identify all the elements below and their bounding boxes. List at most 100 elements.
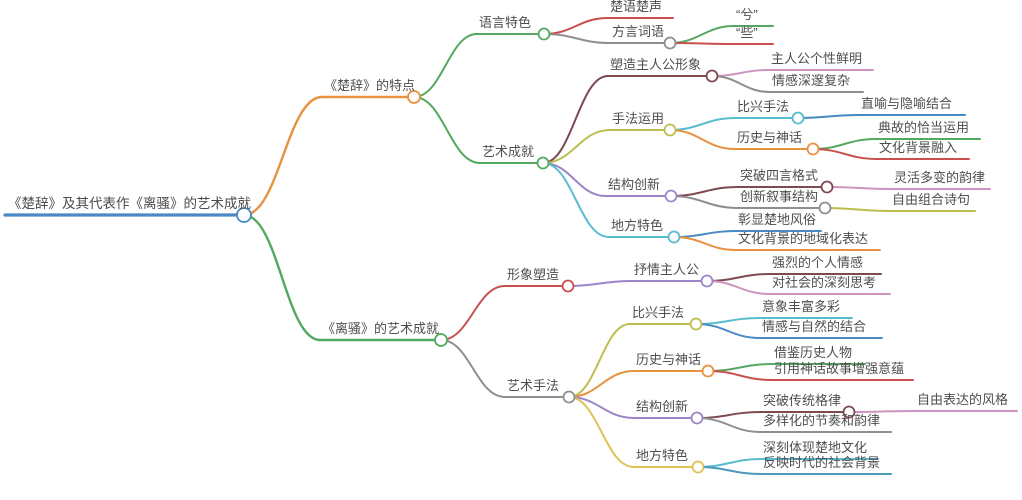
node-label-xi[interactable]: “兮” [736, 7, 758, 22]
node-junction-lishi-shenhua-2[interactable] [701, 364, 715, 378]
branch-edge-diyuhua-biaoda [673, 236, 737, 251]
branch-edge-lisao-yishu-chengjiu [242, 213, 322, 342]
node-label-fangyan-ciyu[interactable]: 方言词语 [612, 24, 665, 39]
branch-edge-chuci-tedian [242, 95, 324, 217]
branch-edge-ziyou-biaoda-fengge [848, 410, 916, 413]
node-label-yishu-chengjiu[interactable]: 艺术成就 [482, 144, 535, 159]
node-label-duoyanghua-jiezou-yunlv[interactable]: 多样化的节奏和韵律 [763, 413, 881, 428]
branch-edge-qianglie-geren-qinggan [706, 273, 771, 282]
branch-edge-xi [669, 25, 735, 44]
branch-edge-fangyan-ciyu [543, 33, 611, 44]
node-label-ziyou-biaoda-fengge[interactable]: 自由表达的风格 [917, 392, 1009, 407]
node-junction-yuyan-tese[interactable] [537, 27, 551, 41]
branch-edge-bixing-shoufa-1 [669, 117, 736, 131]
node-junction-difang-tese-2[interactable] [691, 460, 705, 474]
node-label-jiegou-chuangxin-2[interactable]: 结构创新 [636, 399, 689, 414]
branch-edge-shoufa-yunyong [542, 129, 611, 164]
node-junction-tupo-chuantong-gelv[interactable] [842, 405, 856, 419]
node-label-diyuhua-biaoda[interactable]: 文化背景的地域化表达 [738, 231, 869, 246]
node-label-gexing-xianming[interactable]: 主人公个性鲜明 [771, 51, 863, 66]
node-label-chuyu-chusheng[interactable]: 楚语楚声 [610, 0, 663, 14]
node-junction-chuci-tedian[interactable] [407, 90, 421, 104]
node-label-tupo-chuantong-gelv[interactable]: 突破传统格律 [763, 393, 842, 408]
node-junction-shoufa-yunyong[interactable] [663, 123, 677, 137]
node-label-root[interactable]: 《楚辞》及其代表作《离骚》的艺术成就 [8, 196, 251, 211]
node-junction-tupo-siyan-geshi[interactable] [820, 180, 834, 194]
node-label-suzao-zhurengong-xingxiang[interactable]: 塑造主人公形象 [610, 57, 702, 72]
branch-edge-bixing-shoufa-2 [568, 323, 631, 398]
node-label-zhiyu-yinyu-jiehe[interactable]: 直喻与隐喻结合 [861, 96, 953, 111]
node-label-jiejian-lishi-renwu[interactable]: 借鉴历史人物 [774, 345, 853, 360]
node-label-yixiang-fengfu-duocai[interactable]: 意象丰富多彩 [762, 299, 841, 314]
node-junction-lisao-yishu-chengjiu[interactable] [434, 333, 448, 347]
node-label-xingxiang-suzao[interactable]: 形象塑造 [507, 267, 560, 282]
node-label-shenke-tixian-chudi-wenhua[interactable]: 深刻体现楚地文化 [763, 440, 868, 455]
branch-edge-fanying-shidai-beijing [697, 466, 762, 475]
branch-edge-ziyou-zuhe-shiju [824, 207, 891, 212]
node-label-difang-tese-1[interactable]: 地方特色 [611, 218, 664, 233]
branch-edge-gexing-xianming [711, 69, 770, 77]
node-label-shoufa-yunyong[interactable]: 手法运用 [612, 111, 665, 126]
node-junction-chuangxin-xushi-jiegou[interactable] [818, 201, 832, 215]
node-label-shuqing-zhurengong[interactable]: 抒情主人公 [634, 262, 700, 277]
node-label-tupo-siyan-geshi[interactable]: 突破四言格式 [740, 168, 819, 183]
node-label-lishi-shenhua-1[interactable]: 历史与神话 [737, 130, 803, 145]
node-label-chuci-tedian[interactable]: 《楚辞》的特点 [324, 78, 416, 93]
node-label-chuangxin-xushi-jiegou[interactable]: 创新叙事结构 [740, 189, 819, 204]
node-label-zhangxian-chudi-fengsu[interactable]: 彰显楚地风俗 [738, 212, 817, 227]
node-junction-shuqing-zhurengong[interactable] [700, 274, 714, 288]
branch-edge-jiejian-lishi-renwu [707, 363, 773, 372]
branch-edge-yuyan-tese [413, 33, 478, 98]
node-label-wenhua-beijing-rongru[interactable]: 文化背景融入 [879, 140, 958, 155]
node-label-difang-tese-2[interactable]: 地方特色 [636, 448, 689, 463]
node-junction-root[interactable] [236, 207, 252, 223]
node-label-linghuo-duobian-yunlv[interactable]: 灵活多变的韵律 [894, 170, 986, 185]
node-junction-yishu-shoufa[interactable] [562, 390, 576, 404]
node-junction-bixing-shoufa-1[interactable] [791, 111, 805, 125]
branch-edge-difang-tese-1 [542, 162, 610, 238]
branch-edge-chuangxin-xushi-jiegou [670, 195, 739, 209]
node-junction-bixing-shoufa-2[interactable] [689, 317, 703, 331]
node-label-qinggan-shensui-fuza[interactable]: 情感深邃复杂 [772, 73, 851, 88]
node-label-fanying-shidai-beijing[interactable]: 反映时代的社会背景 [763, 455, 881, 470]
node-label-qianglie-geren-qinggan[interactable]: 强烈的个人情感 [772, 255, 864, 270]
branch-edge-zhiyu-yinyu-jiehe [797, 114, 860, 119]
node-label-qinggan-ziran-jiehe[interactable]: 情感与自然的结合 [762, 319, 867, 334]
branch-edge-qinggan-ziran-jiehe [695, 323, 761, 339]
branch-edge-chuyu-chusheng [543, 17, 609, 35]
node-label-lisao-yishu-chengjiu[interactable]: 《离骚》的艺术成就 [322, 321, 440, 336]
node-label-yuyan-tese[interactable]: 语言特色 [479, 15, 532, 30]
branch-edge-duoyanghua-jiezou-yunlv [696, 417, 762, 433]
node-label-xie[interactable]: “些” [736, 25, 758, 40]
branch-edge-qinggan-shensui-fuza [711, 75, 771, 93]
node-junction-jiegou-chuangxin-2[interactable] [690, 411, 704, 425]
node-junction-yishu-chengjiu[interactable] [536, 156, 550, 170]
node-label-ziyou-zuhe-shiju[interactable]: 自由组合诗句 [892, 192, 971, 207]
node-label-bixing-shoufa-1[interactable]: 比兴手法 [737, 99, 790, 114]
node-label-yinyong-shenhua-gushi[interactable]: 引用神话故事增强意蕴 [774, 361, 905, 376]
node-label-jiegou-chuangxin-1[interactable]: 结构创新 [608, 177, 661, 192]
branch-edge-tupo-siyan-geshi [670, 186, 739, 197]
branch-edge-wenhua-beijing-rongru [812, 148, 878, 160]
node-label-shehui-shenke-sikao[interactable]: 对社会的深刻思考 [772, 275, 877, 290]
branch-edge-shuqing-zhurengong [567, 280, 633, 287]
branch-edge-diangu-qiadang-yunyong [812, 138, 877, 150]
branch-edge-tupo-chuantong-gelv [696, 411, 762, 419]
branch-edge-xie [669, 42, 735, 45]
node-junction-jiegou-chuangxin-1[interactable] [664, 189, 678, 203]
node-junction-fangyan-ciyu[interactable] [663, 36, 677, 50]
node-label-diangu-qiadang-yunyong[interactable]: 典故的恰当运用 [878, 120, 970, 135]
node-label-bixing-shoufa-2[interactable]: 比兴手法 [632, 305, 685, 320]
node-label-yishu-shoufa[interactable]: 艺术手法 [507, 378, 560, 393]
branch-edge-jiegou-chuangxin-1 [542, 162, 607, 197]
node-junction-lishi-shenhua-1[interactable] [806, 142, 820, 156]
branch-edge-yixiang-fengfu-duocai [695, 317, 761, 325]
branch-edge-lishi-shenhua-1 [669, 129, 736, 150]
node-label-lishi-shenhua-2[interactable]: 历史与神话 [636, 352, 702, 367]
node-junction-suzao-zhurengong-xingxiang[interactable] [705, 69, 719, 83]
node-junction-xingxiang-suzao[interactable] [561, 279, 575, 293]
node-junction-difang-tese-1[interactable] [667, 230, 681, 244]
branch-edge-shenke-tixian-chudi-wenhua [697, 458, 762, 468]
